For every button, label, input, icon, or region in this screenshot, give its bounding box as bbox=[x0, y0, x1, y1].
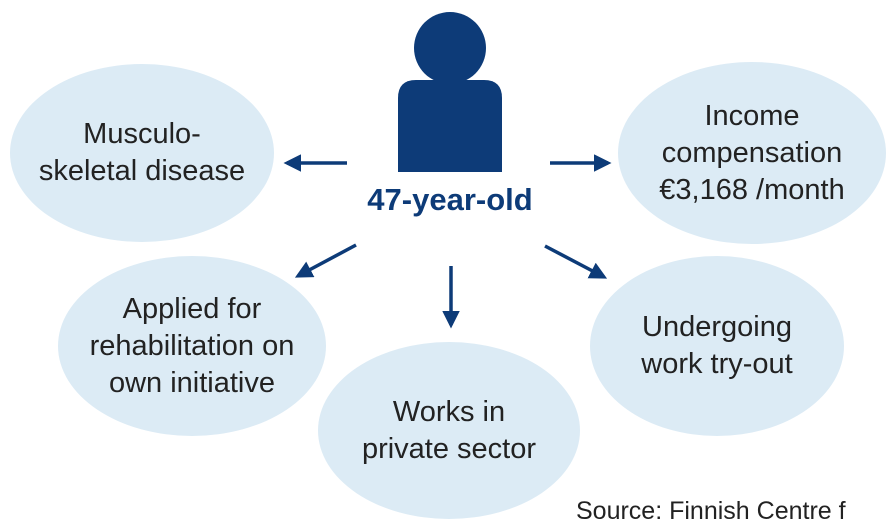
bubble-disease-text: Musculo- skeletal disease bbox=[38, 118, 246, 187]
bubble-sector: Works in private sector bbox=[318, 342, 580, 519]
bubble-income: Income compensation €3,168 /month bbox=[618, 62, 886, 244]
arrow-to-applied bbox=[294, 243, 357, 278]
source-note: Source: Finnish Centre f bbox=[576, 497, 846, 525]
center-label: 47-year-old bbox=[367, 182, 533, 217]
bubble-disease: Musculo- skeletal disease bbox=[10, 64, 274, 242]
arrow-to-tryout bbox=[544, 244, 608, 279]
person-icon bbox=[398, 12, 502, 172]
bubble-tryout: Undergoing work try-out bbox=[590, 256, 844, 436]
bubble-sector-text: Works in private sector bbox=[361, 395, 537, 465]
bubble-applied-text: Applied for rehabilitation on own initia… bbox=[89, 292, 295, 399]
bubble-income-text: Income compensation €3,168 /month bbox=[659, 99, 845, 206]
bubble-tryout-text: Undergoing work try-out bbox=[641, 311, 793, 380]
bubble-applied: Applied for rehabilitation on own initia… bbox=[58, 256, 326, 436]
